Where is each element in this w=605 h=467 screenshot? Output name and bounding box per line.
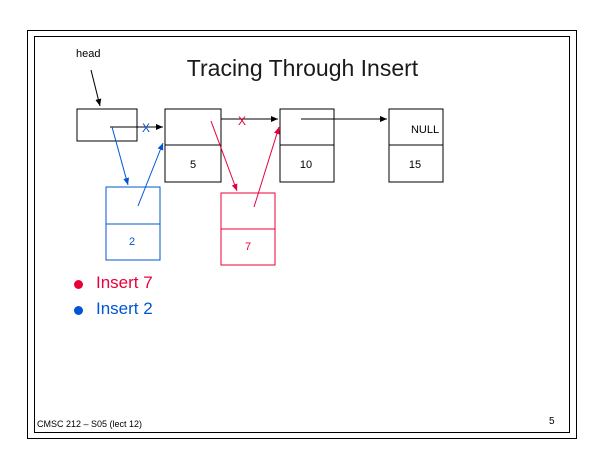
bullet-dot (74, 306, 83, 315)
slide-outer-border (27, 30, 577, 439)
insert2-link-head-to-2 (111, 126, 130, 186)
node-2-pointer-cell (105, 186, 161, 225)
cross-mark-head-link: X (142, 121, 150, 135)
bullet-dot (74, 280, 83, 289)
bullet-text: Insert 2 (96, 299, 153, 318)
head-arrow (90, 69, 102, 107)
node-2-value: 2 (129, 236, 135, 248)
node-10-pointer-cell (279, 108, 335, 146)
slide-title: Tracing Through Insert (0, 55, 605, 82)
page-number: 5 (549, 416, 555, 427)
node-5-value: 5 (190, 159, 196, 171)
insert2-link-2-to-5 (137, 142, 164, 207)
node-15-pointer-null: NULL (411, 124, 439, 136)
head-label: head (76, 48, 101, 60)
cross-mark-5-link: X (238, 114, 246, 128)
node-7-value-cell (220, 228, 276, 266)
node-10-value: 10 (300, 159, 312, 171)
node-15-value: 15 (409, 159, 421, 171)
node-5-pointer-cell (164, 108, 222, 146)
footer-course-info: CMSC 212 – S05 (lect 12) (37, 419, 143, 429)
head-pointer-box (76, 108, 138, 142)
slide-title-text: Tracing Through Insert (186, 55, 419, 81)
slide-inner-border (34, 36, 570, 433)
node-7-value: 7 (245, 241, 251, 253)
bullet-text: Insert 7 (96, 273, 153, 292)
node-10-value-cell (279, 144, 335, 183)
insert7-link-7-to-10 (253, 126, 280, 208)
insert7-link-5-to-7 (210, 120, 238, 192)
node-7-pointer-cell (220, 192, 276, 230)
node-5-value-cell (164, 144, 222, 183)
node-2-value-cell (105, 223, 161, 261)
node-15-value-cell (388, 144, 444, 183)
